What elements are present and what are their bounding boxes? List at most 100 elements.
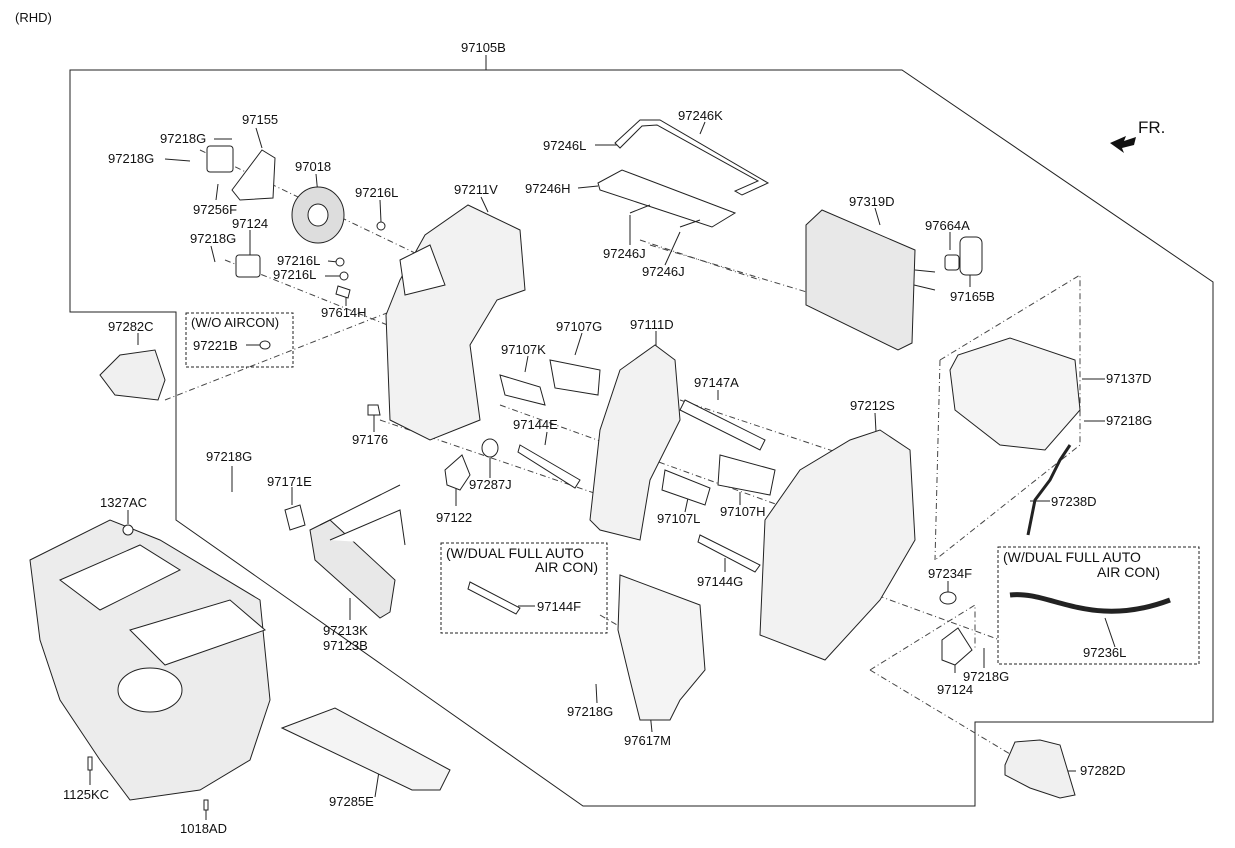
actuator-bracket xyxy=(231,149,276,201)
part-label: 97165B xyxy=(950,289,995,304)
part-label: 97216L xyxy=(355,185,399,200)
note-dual-auto-left-2: AIR CON) xyxy=(535,559,598,575)
part-label: 97144F xyxy=(537,599,582,614)
door-97144f xyxy=(467,581,521,615)
door-97144g xyxy=(697,534,761,573)
part-label: 97216L xyxy=(273,267,317,282)
door-97147a xyxy=(679,399,766,451)
heater-case-left xyxy=(385,204,526,441)
heater-case-center xyxy=(589,344,681,541)
assembly-label: 97105B xyxy=(461,40,506,55)
screw-1125kc xyxy=(87,756,93,771)
evaporator-core xyxy=(805,209,916,351)
grommet-97287j xyxy=(481,438,499,458)
part-label: 97147A xyxy=(694,375,739,390)
part-label: 97319D xyxy=(849,194,895,209)
part-label: 97246H xyxy=(525,181,571,196)
part-label: 97246K xyxy=(678,108,723,123)
dual-auto-box-left xyxy=(440,542,608,634)
actuator-97256f xyxy=(206,145,234,173)
note-dual-auto-left-1: (W/DUAL FULL AUTO xyxy=(446,545,584,561)
filter-seal-upper xyxy=(614,119,770,196)
part-label: 97246L xyxy=(543,138,587,153)
actuator-97124-lower xyxy=(941,627,973,666)
part-label: 97256F xyxy=(193,202,238,217)
clip-97176 xyxy=(367,404,381,416)
connector-97171e xyxy=(284,504,306,531)
actuator-97124 xyxy=(235,254,261,278)
door-97144e xyxy=(517,444,581,489)
hose-97236l xyxy=(1009,592,1171,614)
part-label: 97218G xyxy=(567,704,614,719)
door-97107g xyxy=(549,359,601,396)
part-label: 97246J xyxy=(642,264,685,279)
drain-tray-97285e xyxy=(280,707,451,791)
part-label: 97211V xyxy=(454,182,498,197)
heater-case-right xyxy=(759,429,916,661)
variant-label: (RHD) xyxy=(15,10,52,25)
part-label: 97218G xyxy=(190,231,237,246)
door-97107k xyxy=(499,374,546,406)
part-label: 97107K xyxy=(501,342,546,357)
part-label: 97234F xyxy=(928,566,973,581)
door-97107l xyxy=(661,469,711,506)
lower-duct-97617m xyxy=(617,574,706,721)
part-label: 97213K xyxy=(323,623,368,638)
part-label: 97236L xyxy=(1083,645,1127,660)
part-label: 97137D xyxy=(1106,371,1152,386)
filter-seal-lower xyxy=(597,169,737,228)
part-label: 97617M xyxy=(624,733,671,748)
part-label: 97107G xyxy=(556,319,603,334)
part-label: 97144E xyxy=(513,417,558,432)
part-label: 97123B xyxy=(323,638,368,653)
clip-97216l xyxy=(376,221,386,231)
part-label: 97171E xyxy=(267,474,312,489)
wo-aircon-box xyxy=(185,312,294,368)
hose-97238d xyxy=(1026,444,1072,536)
expansion-valve-seal xyxy=(959,236,983,276)
part-label: 97218G xyxy=(1106,413,1153,428)
part-label: 97122 xyxy=(436,510,473,525)
dual-auto-box-right xyxy=(997,546,1200,665)
clip-1327ac xyxy=(122,524,134,536)
clip-97614h xyxy=(335,285,351,299)
part-label: 97287J xyxy=(469,477,512,492)
door-97107h xyxy=(717,454,776,496)
part-label: 97155 xyxy=(242,112,279,127)
part-label: 97614H xyxy=(321,305,367,320)
part-label: 97218G xyxy=(160,131,207,146)
part-label: 97664A xyxy=(925,218,970,233)
part-label: 97111D xyxy=(630,317,674,332)
part-label: 97144G xyxy=(697,574,744,589)
part-label: 97218G xyxy=(206,449,253,464)
cover-97137d xyxy=(949,337,1081,451)
clip-97221b xyxy=(259,340,271,350)
part-label: 97285E xyxy=(329,794,374,809)
part-label: 97124 xyxy=(937,682,974,697)
part-label: 97107L xyxy=(657,511,701,526)
part-label: 97216L xyxy=(277,253,321,268)
part-label: 97282D xyxy=(1080,763,1126,778)
part-label: 97282C xyxy=(108,319,154,334)
actuator-97122 xyxy=(444,454,471,491)
part-label: 97107H xyxy=(720,504,766,519)
duct-97282d xyxy=(1004,739,1076,799)
part-label: 97246J xyxy=(603,246,646,261)
part-label: 97212S xyxy=(850,398,895,413)
note-dual-auto-right-1: (W/DUAL FULL AUTO xyxy=(1003,549,1141,565)
front-direction-label: FR. xyxy=(1138,118,1166,137)
assembly-outline xyxy=(69,69,1214,807)
component-drawings xyxy=(29,119,1171,811)
part-label: 1327AC xyxy=(100,495,147,510)
seal-97234f xyxy=(939,591,957,605)
guide-lines xyxy=(164,149,1081,761)
duct-97282c xyxy=(99,349,166,401)
part-label: 1018AD xyxy=(180,821,227,836)
part-label: 97018 xyxy=(295,159,332,174)
note-dual-auto-right-2: AIR CON) xyxy=(1097,564,1160,580)
part-label: 97124 xyxy=(232,216,269,231)
front-arrow-icon xyxy=(1110,136,1136,153)
part-label: 97238D xyxy=(1051,494,1097,509)
part-label: 1125KC xyxy=(63,787,110,802)
